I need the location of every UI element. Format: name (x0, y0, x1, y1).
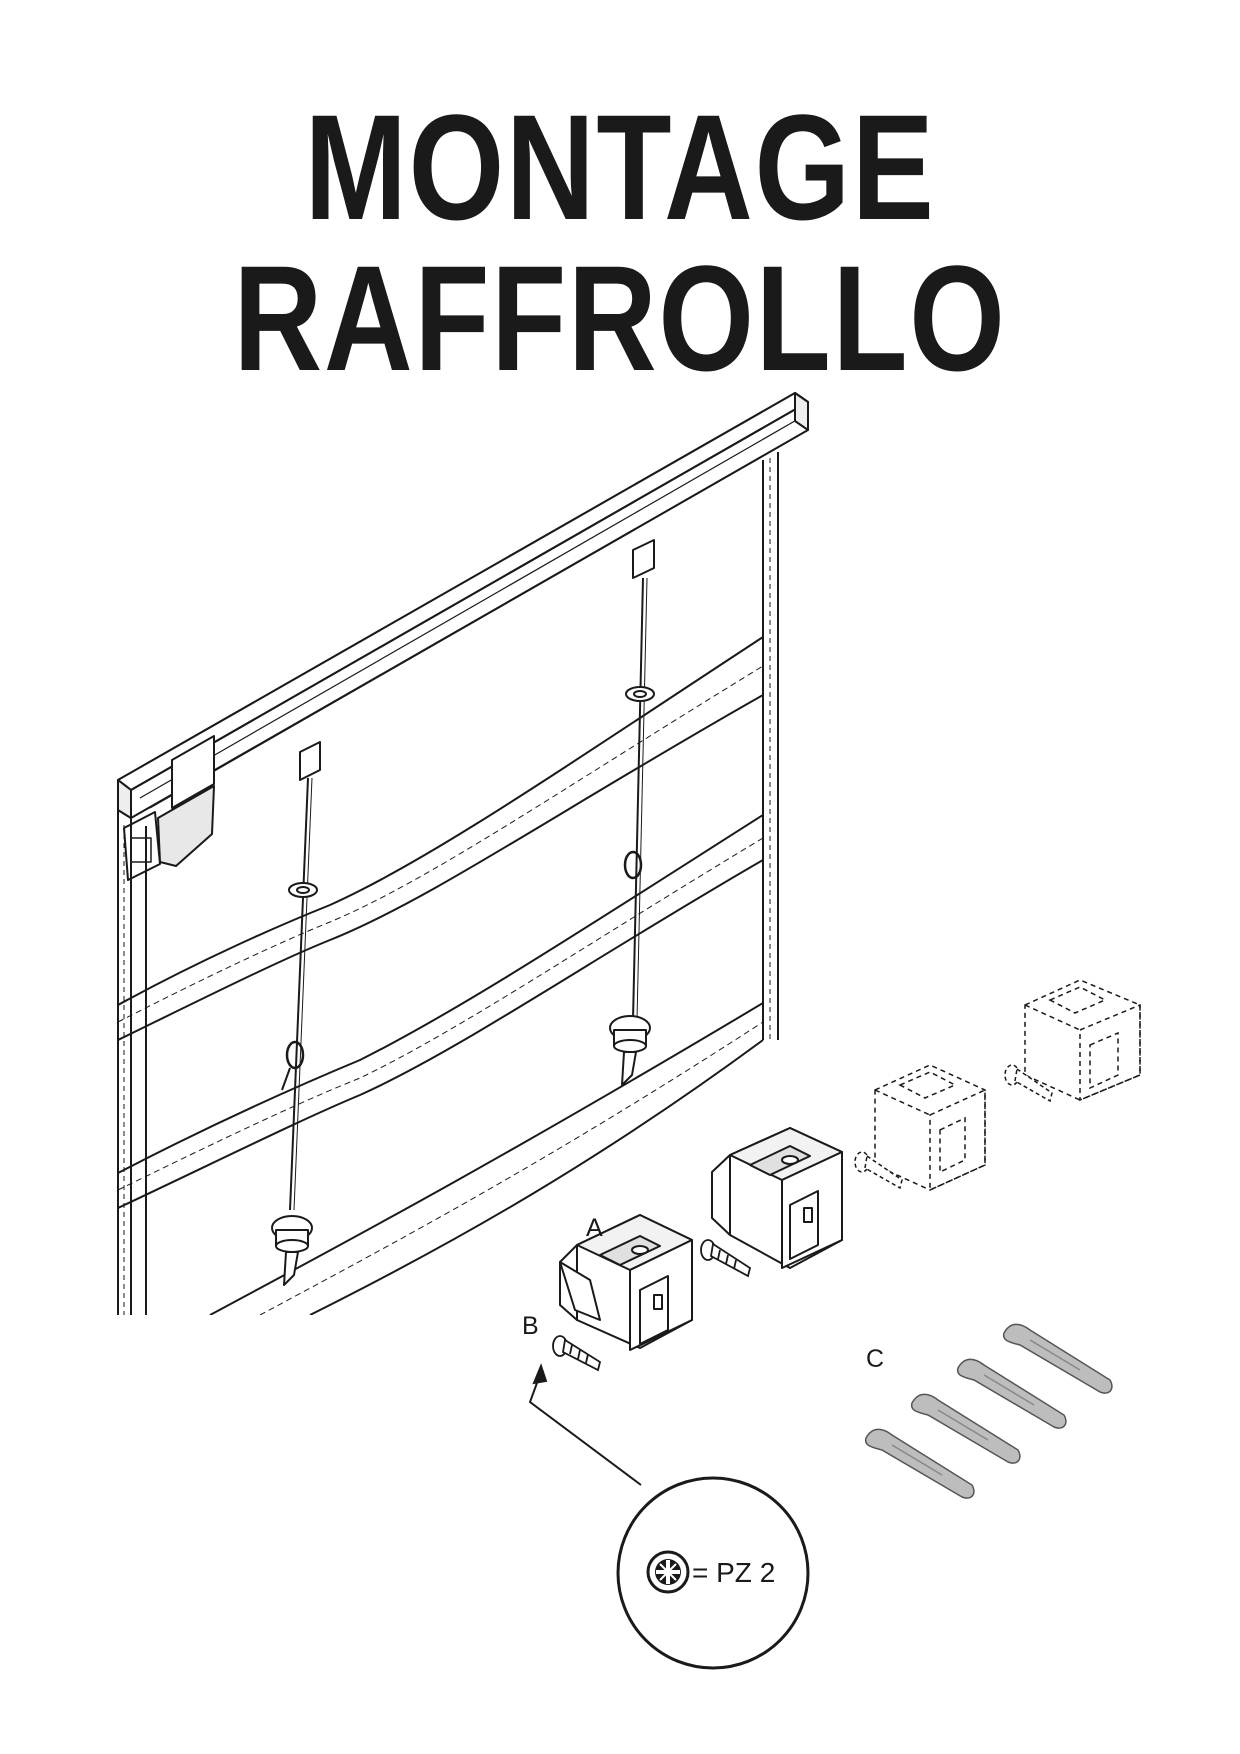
pozidriv-icon (646, 1550, 690, 1594)
label-b: B (522, 1312, 539, 1340)
pull-cord-right (609, 539, 655, 1086)
title-line-1: MONTAGE (304, 83, 936, 251)
screw-4 (1004, 1064, 1053, 1103)
callout-circle (616, 1476, 810, 1670)
screw-2 (700, 1239, 752, 1278)
label-c: C (866, 1345, 884, 1373)
roman-blind (117, 392, 809, 1315)
callout-arrow (528, 1363, 642, 1486)
title-line-2: RAFFROLLO (233, 234, 1007, 402)
wall-plug-1 (1002, 1323, 1113, 1394)
head-rail (117, 392, 809, 881)
label-a: A (586, 1214, 603, 1242)
bracket-solid-2 (711, 1127, 843, 1269)
screw-b (552, 1335, 602, 1372)
wall-plug-4 (864, 1428, 975, 1499)
wall-plug-3 (910, 1393, 1021, 1464)
screw-3 (854, 1151, 903, 1190)
pull-cord-left (271, 741, 321, 1286)
bracket-a (559, 1214, 693, 1351)
drive-size-label: = PZ 2 (692, 1557, 775, 1588)
blind-fabric (117, 452, 779, 1315)
wall-plug-2 (956, 1358, 1067, 1429)
bracket-dashed-4 (1024, 979, 1141, 1102)
wall-plugs (864, 1323, 1113, 1499)
bracket-dashed-3 (874, 1064, 986, 1192)
